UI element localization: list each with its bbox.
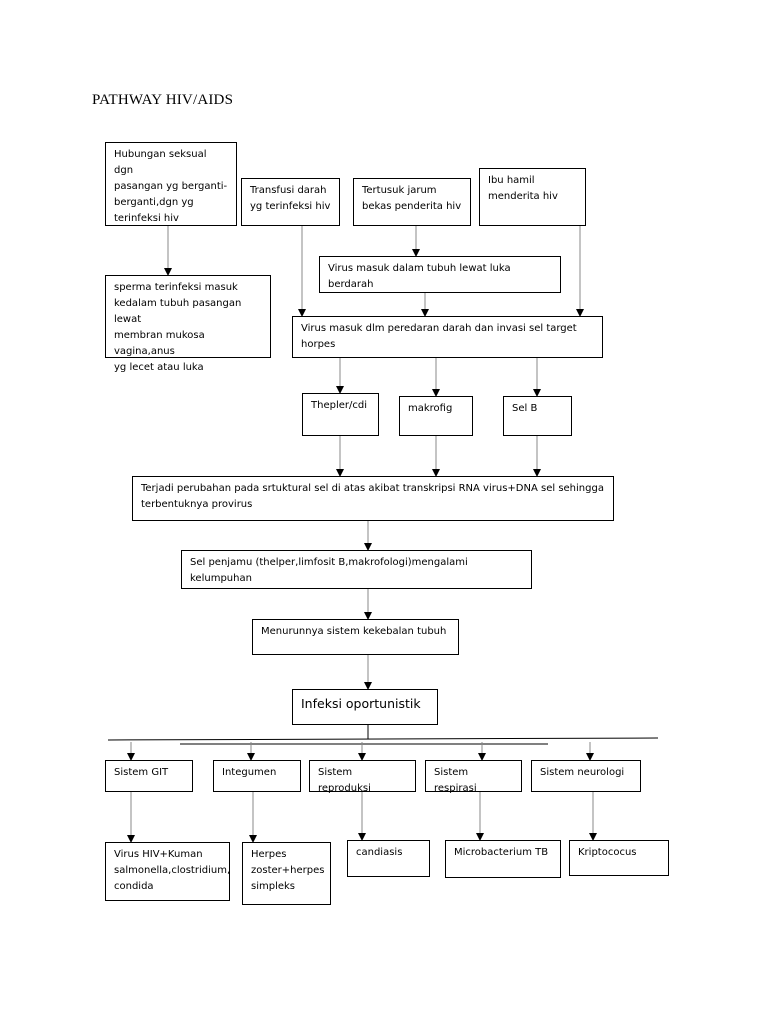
node-perubahan: Terjadi perubahan pada srtuktural sel di… [132, 476, 614, 521]
node-sistem-reproduksi: Sistem reproduksi [309, 760, 416, 794]
node-transfusi-darah: Transfusi darah yg terinfeksi hiv [241, 178, 340, 226]
node-sistem-neurologi: Sistem neurologi [531, 760, 641, 792]
node-kriptococus: Kriptococus [569, 840, 669, 876]
node-thepler: Thepler/cdi [302, 393, 379, 436]
node-virus-peredaran: Virus masuk dlm peredaran darah dan inva… [292, 316, 603, 358]
node-sistem-git: Sistem GIT [105, 760, 193, 792]
node-hubungan-seksual: Hubungan seksual dgn pasangan yg bergant… [105, 142, 237, 226]
branch-line-top [107, 737, 659, 741]
node-makrofig: makrofig [399, 396, 473, 436]
node-virus-luka: Virus masuk dalam tubuh lewat luka berda… [319, 256, 561, 293]
node-ibu-hamil: Ibu hamil menderita hiv [479, 168, 586, 226]
node-sel-penjamu: Sel penjamu (thelper,limfosit B,makrofol… [181, 550, 532, 589]
node-infeksi-oportunistik: Infeksi oportunistik [292, 689, 438, 725]
node-sistem-respirasi: Sistem respirasi [425, 760, 522, 794]
node-sel-b: Sel B [503, 396, 572, 436]
node-kekebalan: Menurunnya sistem kekebalan tubuh [252, 619, 459, 655]
node-integumen: Integumen [213, 760, 301, 792]
node-microbacterium: Microbacterium TB [445, 840, 561, 878]
node-tertusuk-jarum: Tertusuk jarum bekas penderita hiv [353, 178, 471, 226]
node-sperma: sperma terinfeksi masuk kedalam tubuh pa… [105, 275, 271, 373]
diagram-title: PATHWAY HIV/AIDS [92, 92, 234, 108]
node-herpes: Herpes zoster+herpes simpleks [242, 842, 331, 905]
node-virus-hiv-kuman: Virus HIV+Kuman salmonella,clostridium, … [105, 842, 230, 901]
node-candiasis: candiasis [347, 840, 430, 877]
